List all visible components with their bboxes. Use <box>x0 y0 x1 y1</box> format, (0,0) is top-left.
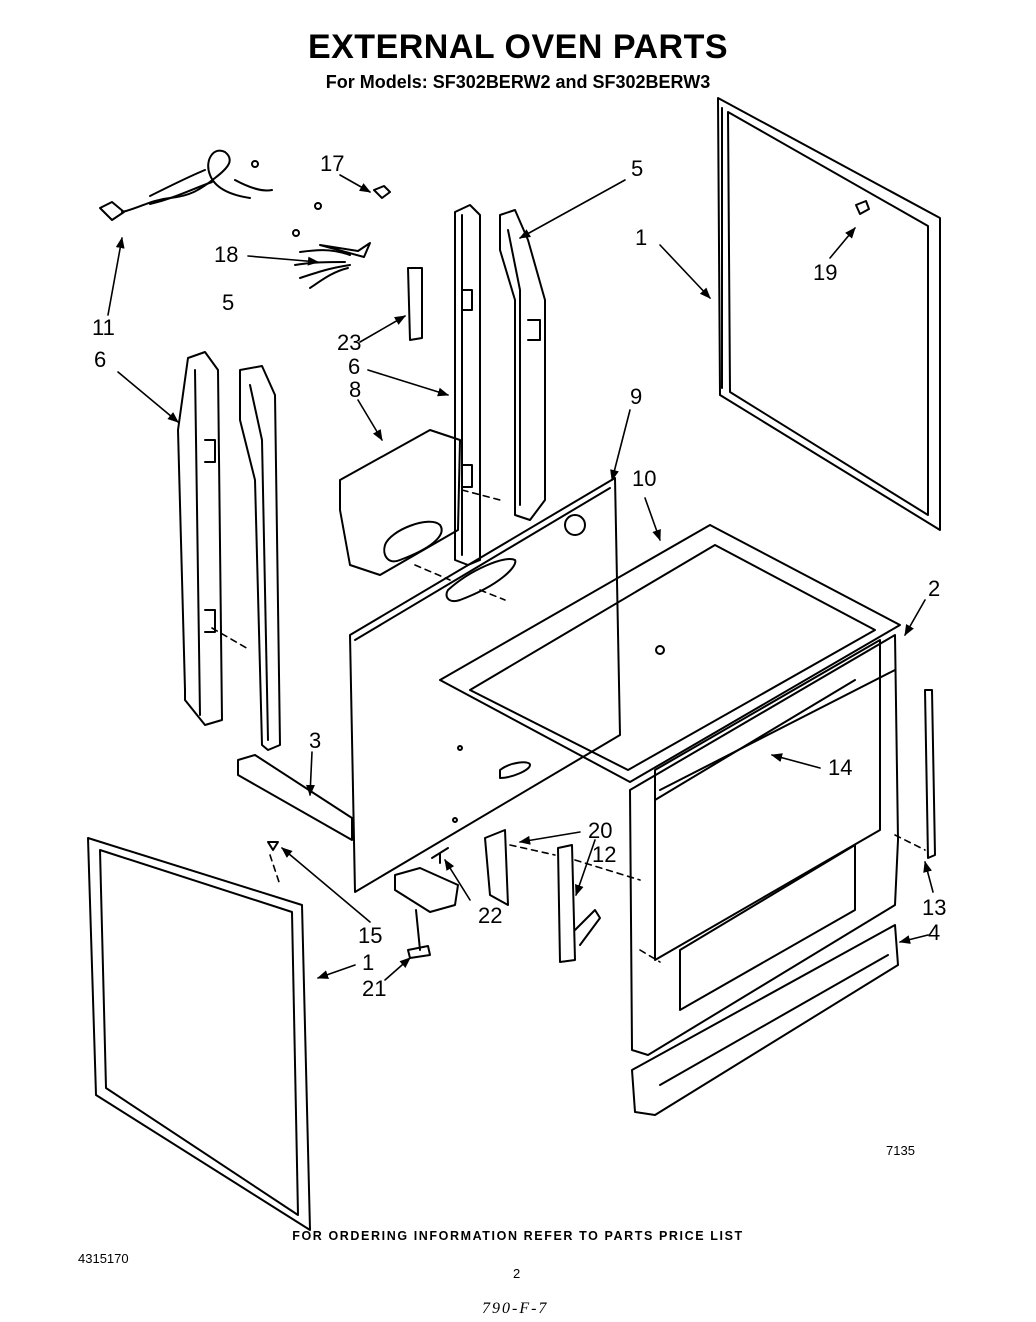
bracket-3 <box>238 755 352 840</box>
callout-21: 21 <box>362 976 387 1001</box>
callout-20: 20 <box>588 818 613 843</box>
callout-2: 2 <box>928 576 941 601</box>
leader-arrows <box>108 175 933 980</box>
drawing-number: 7135 <box>886 1143 915 1158</box>
callout-22: 22 <box>478 903 503 928</box>
callout-15: 15 <box>358 923 383 948</box>
cabinet-front-2 <box>630 635 898 1055</box>
upright-center-6 <box>455 205 480 565</box>
document-number: 4315170 <box>78 1251 129 1266</box>
side-panel-left <box>88 838 310 1230</box>
callout-17: 17 <box>320 151 345 176</box>
callout-10: 10 <box>632 466 657 491</box>
callout-11: 11 <box>92 315 115 340</box>
page-subtitle: For Models: SF302BERW2 and SF302BERW3 <box>325 72 711 92</box>
clip-17 <box>374 186 390 198</box>
power-cord <box>100 151 321 236</box>
page-title: EXTERNAL OVEN PARTS <box>307 28 729 66</box>
callout-23: 23 <box>337 330 362 355</box>
bottom-trim-4 <box>632 925 898 1115</box>
leveling-leg-21 <box>408 910 430 958</box>
callout-8: 8 <box>349 377 362 402</box>
callout-4: 4 <box>928 920 941 945</box>
callout-6-center: 6 <box>348 354 361 379</box>
callout-6-left: 6 <box>94 347 107 372</box>
top-panel-10 <box>440 525 900 782</box>
handwritten-note: 790-F-7 <box>482 1300 549 1317</box>
upright-center-5 <box>500 210 545 520</box>
callout-5-left: 5 <box>222 290 235 315</box>
alignment-lines <box>212 490 925 962</box>
callout-19: 19 <box>813 260 838 285</box>
wire-harness <box>295 243 370 288</box>
back-panel-9 <box>350 478 620 892</box>
screw-22 <box>432 848 448 863</box>
upright-left-5 <box>240 366 280 750</box>
callout-12: 12 <box>592 842 617 867</box>
side-panel-right <box>718 98 940 530</box>
callout-14: 14 <box>828 755 853 780</box>
callout-18: 18 <box>214 242 239 267</box>
fastener-15 <box>268 842 278 850</box>
rod-14 <box>660 670 895 790</box>
callout-9: 9 <box>630 384 643 409</box>
deflector-8 <box>340 430 460 575</box>
strip-13 <box>925 690 935 858</box>
bracket-20 <box>485 830 508 905</box>
page-number: 2 <box>513 1266 521 1281</box>
hinge-12 <box>558 845 600 962</box>
strip-23 <box>408 268 422 340</box>
upright-left-6 <box>178 352 222 725</box>
callout-13: 13 <box>922 895 947 920</box>
ordering-note: FOR ORDERING INFORMATION REFER TO PARTS … <box>292 1229 744 1243</box>
leveler-channel <box>395 868 458 912</box>
callout-3: 3 <box>309 728 322 753</box>
callout-1-top: 1 <box>635 225 648 250</box>
callout-5-right: 5 <box>631 156 644 181</box>
callout-1-bottom: 1 <box>362 950 375 975</box>
